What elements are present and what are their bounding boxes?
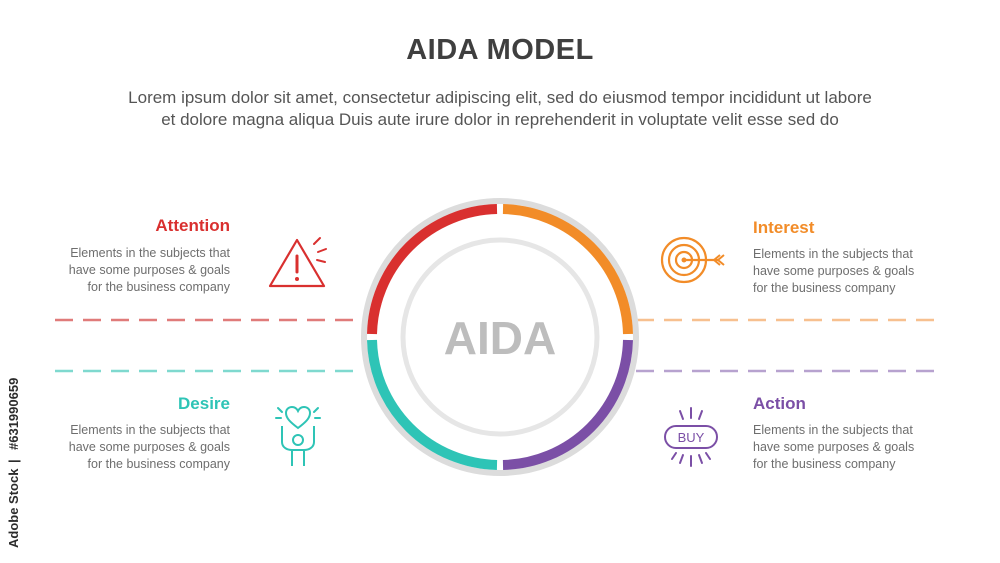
action-arc xyxy=(502,339,633,470)
interest-line-1: Elements in the subjects that xyxy=(753,247,913,261)
buy-button-icon: BUY xyxy=(664,407,718,467)
page-title: AIDA MODEL xyxy=(406,34,594,66)
page-subtitle: Lorem ipsum dolor sit amet, consectetur … xyxy=(45,87,955,131)
interest-arc xyxy=(502,204,633,335)
interest-description: Elements in the subjects that have some … xyxy=(753,246,943,297)
attention-line-2: have some purposes & goals xyxy=(68,263,230,277)
attention-line-3: for the business company xyxy=(87,280,230,294)
action-line-1: Elements in the subjects that xyxy=(753,423,913,437)
desire-line-1: Elements in the subjects that xyxy=(70,423,230,437)
watermark-brand: Adobe Stock xyxy=(6,468,21,548)
desire-line-3: for the business company xyxy=(87,457,230,471)
attention-description: Elements in the subjects that have some … xyxy=(40,245,230,296)
action-description: Elements in the subjects that have some … xyxy=(753,422,943,473)
attention-line-1: Elements in the subjects that xyxy=(70,246,230,260)
subtitle-line-2: et dolore magna aliqua Duis aute irure d… xyxy=(161,110,839,129)
attention-title: Attention xyxy=(155,216,230,235)
action-line-3: for the business company xyxy=(753,457,896,471)
watermark-id: #631990659 xyxy=(6,377,21,450)
inner-ring xyxy=(400,237,600,437)
desire-title: Desire xyxy=(178,394,230,413)
center-label: AIDA xyxy=(444,312,556,364)
desire-description: Elements in the subjects that have some … xyxy=(40,422,230,473)
target-icon xyxy=(660,236,725,284)
action-line-2: have some purposes & goals xyxy=(753,440,915,454)
heart-hands-icon xyxy=(275,405,321,466)
watermark-separator: | xyxy=(6,459,21,463)
subtitle-line-1: Lorem ipsum dolor sit amet, consectetur … xyxy=(128,88,872,107)
action-title: Action xyxy=(753,394,806,413)
interest-line-2: have some purposes & goals xyxy=(753,264,915,278)
attention-arc xyxy=(367,204,498,335)
warning-icon xyxy=(268,237,327,288)
buy-label: BUY xyxy=(678,430,705,445)
desire-line-2: have some purposes & goals xyxy=(68,440,230,454)
interest-title: Interest xyxy=(753,218,815,237)
interest-line-3: for the business company xyxy=(753,281,896,295)
desire-arc xyxy=(367,339,498,470)
